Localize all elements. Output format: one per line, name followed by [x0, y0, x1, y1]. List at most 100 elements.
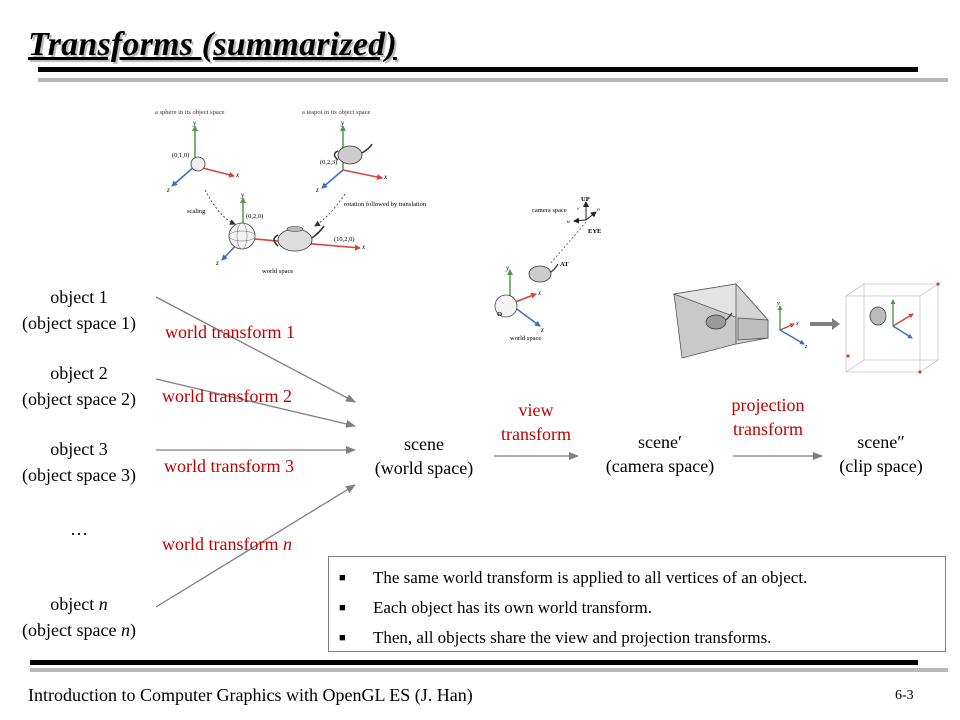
object-n-var: n	[98, 594, 108, 614]
bullet-icon: ■	[339, 602, 346, 614]
sphere-z-axis	[171, 165, 196, 187]
arrow-object1-scene	[155, 296, 356, 403]
object-n-prefix: object	[50, 594, 99, 614]
camera-n-axis	[585, 211, 597, 221]
page-number: 6-3	[895, 688, 914, 703]
eye-to-at-line	[549, 221, 587, 265]
projection-transform-line1: projection	[731, 395, 805, 415]
cam-sphere-icon	[494, 294, 518, 318]
clip-z-axis	[892, 325, 913, 339]
object-3: object 3 (object space 3)	[6, 436, 152, 488]
scaling-arrow	[204, 189, 236, 225]
cam-world-z-label: z	[540, 326, 544, 334]
object-n-space: (object space n)	[6, 617, 152, 643]
clip-corner-dot	[846, 354, 850, 358]
clip-x-axis	[892, 313, 914, 327]
world-sphere-band-v	[236, 222, 248, 250]
frustum-x-label: x	[795, 321, 799, 327]
world-transform-1: world transform 1	[165, 322, 295, 342]
footer-rule	[30, 660, 918, 665]
bullet-icon: ■	[339, 572, 346, 584]
sphere-z-label: z	[166, 186, 170, 194]
frustum-x-axis	[779, 323, 795, 331]
scene-world-line2: (world space)	[374, 458, 474, 478]
clip-cube	[845, 283, 939, 373]
world-space-label: world space	[262, 268, 293, 275]
world-sphere-band	[228, 230, 256, 242]
note-item: ■Then, all objects share the view and pr…	[339, 623, 945, 653]
frustum-y-label: y	[776, 301, 780, 307]
frustum-teapot-icon	[705, 312, 733, 330]
teapot-world-pos-label: (10,2,0)	[334, 236, 355, 243]
teapot-z-axis	[321, 169, 344, 189]
world-x-label: x	[361, 243, 366, 251]
sphere-y-label: y	[192, 119, 197, 127]
object-n-space-suffix: )	[129, 620, 136, 640]
up-label: UP	[581, 196, 590, 203]
object-n: object n (object space n)	[6, 591, 152, 643]
object-n-space-prefix: (object space	[22, 620, 121, 640]
scene-world-line1: scene	[404, 434, 444, 454]
world-y-label: y	[240, 191, 245, 199]
clip-corner-dot-3	[918, 370, 922, 374]
cam-world-x-label: x	[537, 289, 542, 297]
camera-space-label: camera space	[532, 207, 567, 214]
scene-camera: scene′ (camera space)	[592, 430, 728, 478]
view-transform-label: view transform	[486, 398, 586, 446]
teapot-x-axis	[342, 169, 383, 180]
title-rule-shadow	[38, 78, 948, 82]
world-teapot-icon	[273, 225, 325, 252]
note-1-text: The same world transform is applied to a…	[373, 568, 808, 587]
arrow-objectn-scene	[155, 484, 356, 608]
n-label: n	[597, 207, 600, 213]
rotation-label-text: rotation followed by translation	[344, 201, 427, 208]
world-transform-n-prefix: world transform	[162, 534, 283, 554]
footer-text: Introduction to Computer Graphics with O…	[28, 685, 473, 705]
rotation-label: rotation followed by translation	[344, 201, 427, 208]
sphere-world-pos-label: (0,2,0)	[246, 213, 263, 220]
sphere-caption: a sphere in its object space	[155, 109, 225, 116]
eye-label: EYE	[588, 228, 601, 235]
note-item: ■ Each object has its own world transform…	[339, 593, 945, 623]
teapot-caption: a teapot in its object space	[302, 109, 371, 116]
object-2: object 2 (object space 2)	[6, 360, 152, 412]
object-1: object 1 (object space 1)	[6, 284, 152, 336]
world-transform-n-var: n	[282, 534, 292, 554]
object-1-space: (object space 1)	[22, 313, 136, 333]
scene-world: scene (world space)	[360, 432, 488, 480]
objects-ellipsis: …	[70, 519, 88, 539]
object-2-space: (object space 2)	[22, 389, 136, 409]
u-label: u	[567, 219, 570, 225]
frustum-near-plane	[737, 317, 769, 341]
frustum-z-label: z	[804, 344, 808, 350]
world-z-label: z	[215, 259, 219, 267]
camera-space-figure: camera space UP v n u EYE AT y x z O wor…	[494, 196, 601, 342]
sphere-x-label: x	[235, 171, 240, 179]
object-n-space-var: n	[120, 620, 130, 640]
object-1-name: object 1	[50, 287, 108, 307]
arrow-object2-scene	[155, 378, 356, 428]
footer-rule-shadow	[30, 668, 948, 672]
scene-camera-line2: (camera space)	[605, 456, 715, 476]
clip-teapot-icon	[869, 306, 887, 326]
camera-u-axis	[573, 217, 587, 224]
projection-transform-line2: transform	[733, 419, 803, 439]
sphere-origin-label: (0,1,0)	[172, 152, 189, 159]
projection-figure: y x z	[672, 282, 940, 374]
object-3-name: object 3	[50, 439, 108, 459]
scene-camera-line1: scene′	[638, 432, 682, 452]
slide-title: Transforms (summarized)	[28, 26, 397, 63]
note-item: ■ The same world transform is applied to …	[339, 563, 945, 593]
notes-box: ■ The same world transform is applied to …	[328, 556, 946, 652]
cam-world-y-label: y	[505, 264, 510, 272]
title-rule	[38, 67, 918, 72]
at-label: AT	[560, 261, 569, 268]
teapot-x-label: x	[383, 173, 388, 181]
cam-teapot-icon	[528, 263, 559, 283]
note-2-text: Each object has its own world transform.	[373, 598, 653, 617]
rotation-arrow	[314, 193, 346, 227]
projection-transform-label: projection transform	[712, 393, 824, 441]
clip-corner-dot-2	[936, 282, 940, 286]
bullet-icon: ■	[339, 632, 346, 644]
